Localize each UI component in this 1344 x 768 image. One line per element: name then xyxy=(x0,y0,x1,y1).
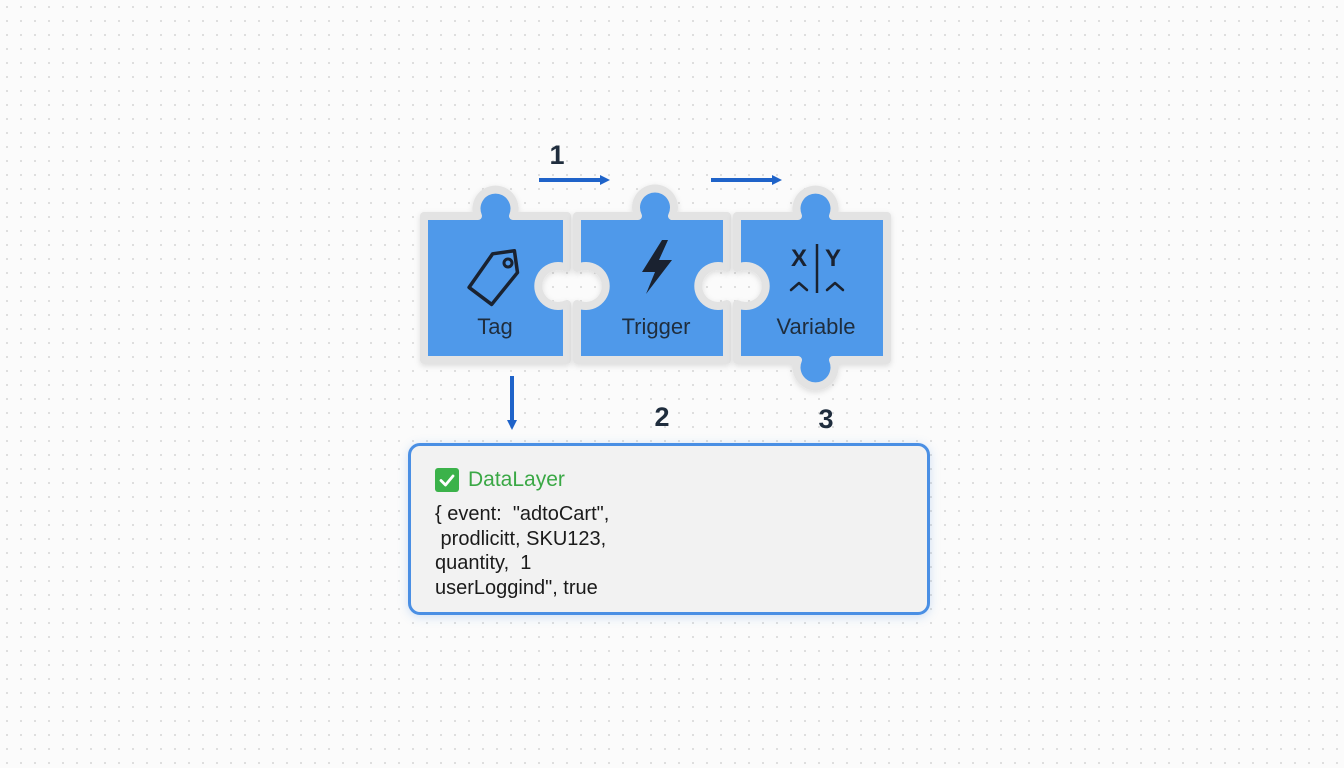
step-number-3: 3 xyxy=(818,404,833,434)
datalayer-panel: DataLayer { event: "adtoCart", prodlicit… xyxy=(408,443,930,615)
step-number-1: 1 xyxy=(549,140,564,170)
puzzle-piece-tag xyxy=(420,185,571,364)
variable-icon-x: X xyxy=(791,245,807,272)
puzzle-piece-variable xyxy=(733,185,891,391)
step-number-2: 2 xyxy=(654,402,669,432)
puzzle-piece-trigger xyxy=(573,184,731,364)
code-line: userLoggind", true xyxy=(435,576,598,599)
code-line: prodlicitt, SKU123, xyxy=(435,527,607,550)
piece-label-trigger: Trigger xyxy=(622,314,691,339)
datalayer-title: DataLayer xyxy=(468,468,565,491)
code-line: { event: "adtoCart", xyxy=(435,503,610,525)
tag-icon xyxy=(467,249,520,307)
variable-icon-y: Y xyxy=(825,245,841,272)
datalayer-header: DataLayer xyxy=(435,466,903,494)
variable-xy-icon: X Y xyxy=(789,244,845,293)
piece-label-tag: Tag xyxy=(477,314,512,339)
piece-label-variable: Variable xyxy=(776,314,855,339)
lightning-icon xyxy=(642,240,672,294)
checkmark-icon xyxy=(435,468,459,492)
code-line: quantity, 1 xyxy=(435,552,532,574)
